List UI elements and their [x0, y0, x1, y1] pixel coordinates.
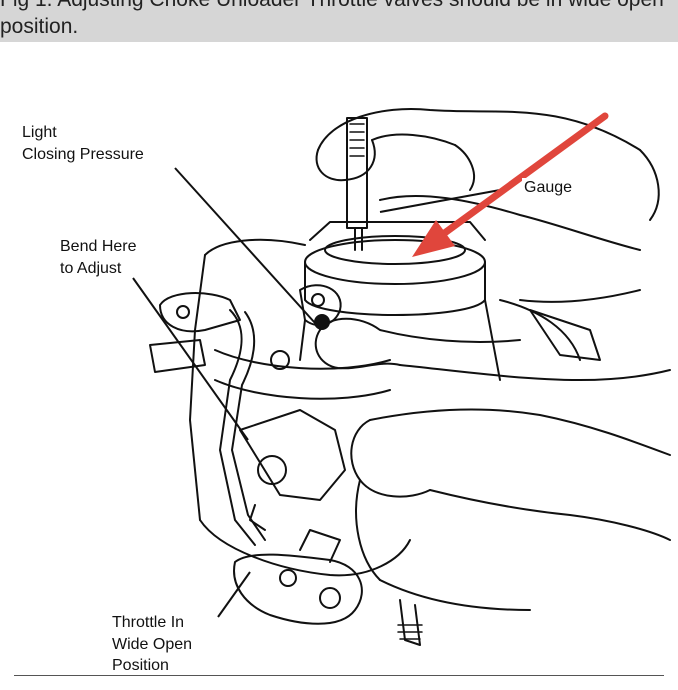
label-throttle-line1: Throttle In: [112, 614, 185, 631]
label-light-closing-pressure-line2: Closing Pressure: [22, 146, 144, 163]
label-light-closing-pressure-line1: Light: [22, 124, 57, 141]
label-throttle-line2: Wide Open: [112, 636, 193, 653]
label-throttle-line3: Position: [112, 657, 169, 672]
red-arrow-icon: [412, 112, 609, 257]
label-gauge: Gauge: [522, 178, 575, 197]
caption-bar: Fig 1. Adjusting Choke Unloader Throttle…: [0, 0, 678, 42]
carburetor-illustration: Light Closing Pressure Gauge Bend Here t…: [0, 42, 678, 672]
label-bend-here-line1: Bend Here: [60, 238, 137, 255]
figure-caption: Fig 1. Adjusting Choke Unloader Throttle…: [0, 0, 664, 38]
bottom-rule: [14, 675, 664, 676]
label-bend-here-line2: to Adjust: [60, 260, 122, 277]
carburetor-drawing: [132, 108, 671, 646]
